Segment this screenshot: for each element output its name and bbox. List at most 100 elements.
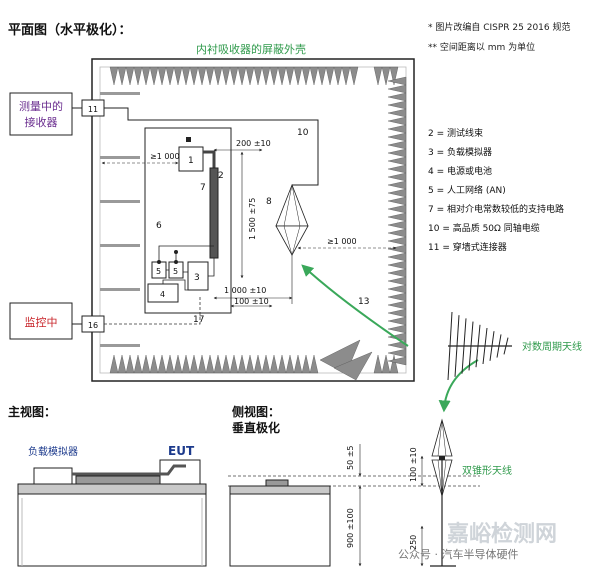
absorber-cone [309, 66, 319, 86]
absorber-cone [387, 236, 407, 246]
absorber-cone [387, 300, 407, 310]
absorber-cone [373, 354, 383, 374]
absorber-cone [301, 354, 311, 374]
absorber-cone [125, 66, 135, 86]
absorber-cone [387, 308, 407, 318]
callout-4: 4 [160, 290, 165, 299]
callout-2: 2 [218, 171, 224, 181]
absorber-cone [293, 66, 303, 86]
terminal-a [174, 250, 178, 254]
absorber-cone [309, 354, 319, 374]
absorber-cone [387, 148, 407, 158]
absorber-cone [387, 156, 407, 166]
monitor-box [9, 302, 73, 340]
absorber-cone [387, 244, 407, 254]
dim-1000-left: ≥1 000 [150, 152, 180, 161]
dim-900: 900 ±100 [346, 508, 355, 548]
absorber-cone [277, 354, 287, 374]
absorber-cone [245, 354, 255, 374]
absorber-cone [189, 354, 199, 374]
absorber-cone [197, 66, 207, 86]
front-load-sim [33, 467, 73, 485]
callout-13: 13 [358, 297, 369, 307]
callout-10: 10 [297, 128, 309, 138]
absorber-cone [141, 354, 151, 374]
feedthrough-16-label: 16 [88, 321, 98, 330]
absorber-cone [117, 66, 127, 86]
absorber-cone [157, 354, 167, 374]
side-view-title-2: 垂直极化 [232, 420, 280, 435]
absorber-cone [319, 339, 361, 375]
legend-item: 2 = 测试线束 [428, 127, 483, 139]
absorber-cone [181, 354, 191, 374]
callout-5b: 5 [173, 267, 178, 276]
note-units: ** 空间距离以 mm 为单位 [428, 41, 535, 53]
absorber-cone [133, 66, 143, 86]
absorber-cone [387, 140, 407, 150]
dim-250: 250 [409, 535, 418, 550]
absorber-cone [285, 354, 295, 374]
absorber-cone [109, 66, 119, 86]
legend-item: 11 = 穿墙式连接器 [428, 241, 507, 253]
absorber-cone [387, 252, 407, 262]
front-ground-plane [17, 483, 207, 495]
dim-1000-tol: 1 000 ±10 [224, 286, 266, 295]
lpda-element [496, 334, 502, 358]
watermark-wechat: 公众号 · 汽车半导体硬件 [398, 547, 519, 561]
absorber-cone [387, 132, 407, 142]
shield-label: 内衬吸收器的屏蔽外壳 [196, 42, 306, 56]
absorber-cone [387, 276, 407, 286]
lpda-element [503, 337, 509, 355]
green-arrow-to-bicone [301, 264, 409, 347]
front-table [17, 493, 207, 567]
absorber-cone [133, 354, 143, 374]
absorber-cone [253, 354, 263, 374]
absorber-cone [387, 76, 407, 86]
absorber-cone [341, 66, 351, 86]
absorber-cone [165, 66, 175, 86]
absorber-cone [387, 188, 407, 198]
absorber-cone [197, 354, 207, 374]
absorber-cone [387, 348, 407, 358]
internal-wiring [158, 245, 215, 291]
top-view-title: 平面图（水平极化）： [8, 22, 132, 38]
load-sim-label: 负载模拟器 [28, 445, 78, 458]
absorber-cone [389, 66, 399, 86]
absorber-bar [100, 344, 140, 347]
side-view-title-1: 侧视图： [232, 404, 280, 419]
absorber-cone [333, 351, 373, 381]
absorber-cone [109, 354, 119, 374]
absorber-cone [253, 66, 263, 86]
lpda-element [482, 327, 488, 365]
absorber-cone [349, 66, 359, 86]
absorber-cone [387, 356, 407, 366]
absorber-cone [181, 66, 191, 86]
callout-1: 1 [188, 156, 194, 166]
absorber-cone [387, 124, 407, 134]
absorber-cone [387, 268, 407, 278]
watermark-brand: 嘉峪检测网 [447, 521, 557, 547]
feedthrough-11-label: 11 [88, 105, 98, 114]
absorber-cone [387, 180, 407, 190]
absorber-cone [387, 204, 407, 214]
legend-item: 10 = 高品质 50Ω 同轴电缆 [428, 222, 540, 234]
side-ground-plane [229, 485, 331, 495]
absorber-cone [387, 100, 407, 110]
absorber-cone [387, 324, 407, 334]
monitor-label: 监控中 [25, 315, 58, 329]
absorber-cone [141, 66, 151, 86]
callout-5a: 5 [156, 267, 161, 276]
coax-cable-10 [104, 107, 319, 186]
absorber-cone [213, 66, 223, 86]
receiver-label-line1: 测量中的 [19, 99, 63, 113]
absorber-cone [189, 66, 199, 86]
absorber-cone [373, 66, 383, 86]
absorber-cone [237, 354, 247, 374]
front-view-title: 主视图： [8, 404, 56, 419]
absorber-bar [100, 156, 140, 159]
absorber-cone [229, 66, 239, 86]
absorber-cone [293, 354, 303, 374]
absorber-cone [205, 354, 215, 374]
absorber-bar [100, 200, 140, 203]
